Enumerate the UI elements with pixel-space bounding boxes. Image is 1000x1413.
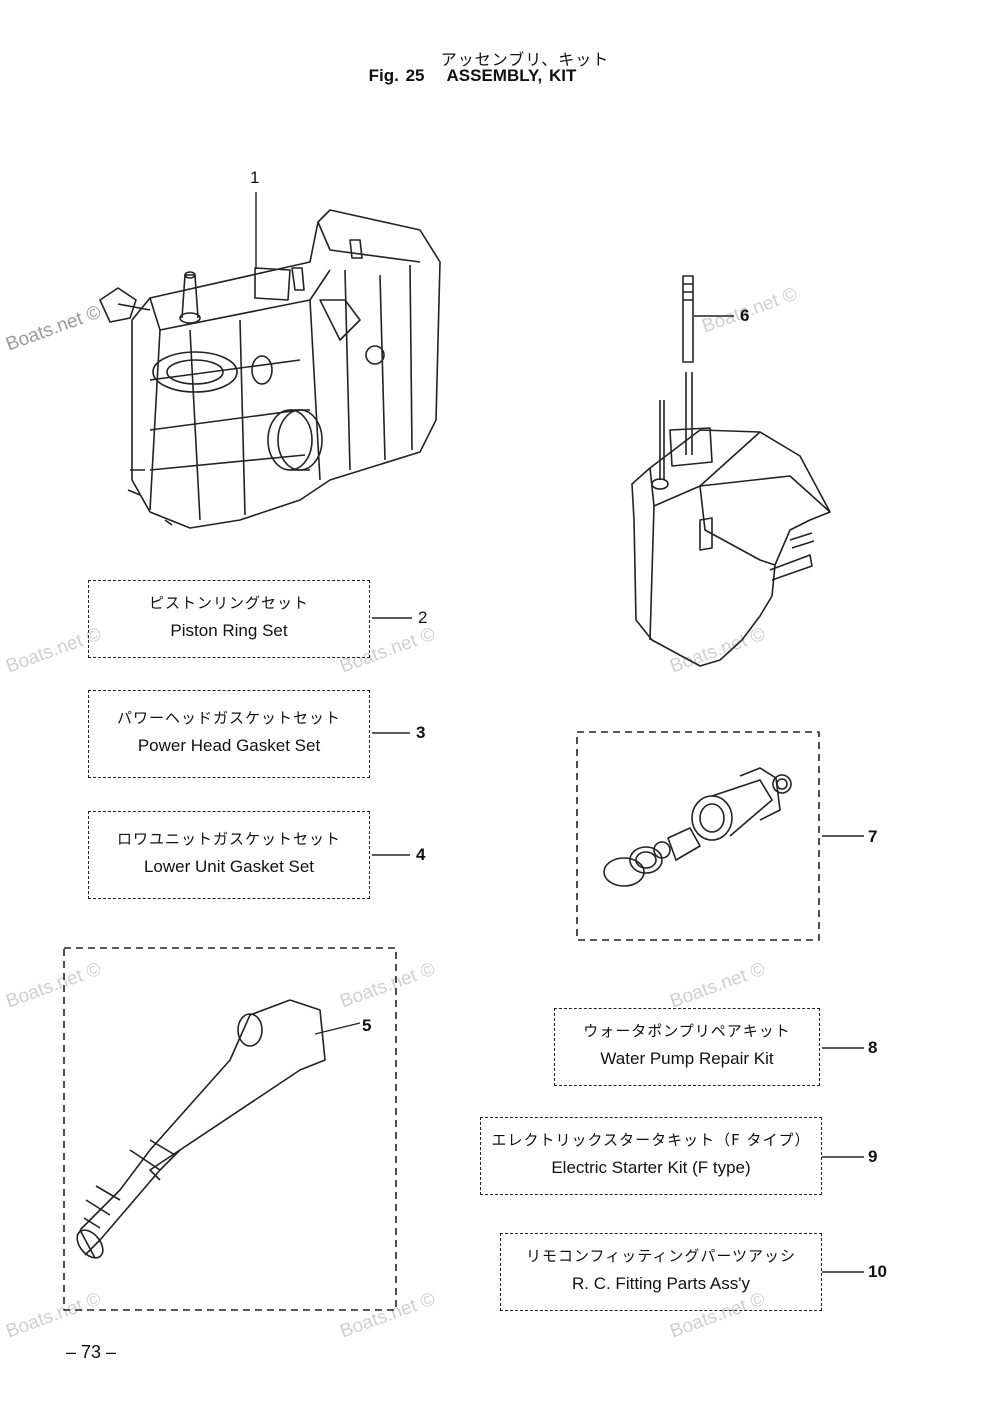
callout-9: 9	[868, 1147, 878, 1166]
kit-label-en: Electric Starter Kit (F type)	[551, 1158, 751, 1177]
callout-7: 7	[868, 827, 878, 846]
kit-label-en: Lower Unit Gasket Set	[143, 857, 315, 876]
kit-box-power-head-gasket-set: パワーヘッドガスケットセット Power Head Gasket Set	[88, 690, 370, 778]
kit-label-jp: ピストンリングセット	[148, 594, 309, 612]
kit-label-en: Piston Ring Set	[170, 621, 288, 640]
tool-drawing	[76, 999, 326, 1259]
figure-title-text: ASSEMBLY, KIT	[446, 66, 577, 85]
callout-4: 4	[416, 845, 426, 864]
power-head-drawing	[99, 209, 441, 529]
kit-label-en: R. C. Fitting Parts Ass'y	[571, 1274, 750, 1293]
callout-8: 8	[868, 1038, 878, 1057]
kit-label-en: Power Head Gasket Set	[137, 736, 321, 755]
kit-label-jp: ロワユニットガスケットセット	[116, 830, 341, 848]
callout-2: 2	[418, 608, 428, 627]
kit-label-jp: エレクトリックスタータキット（F タイプ）	[491, 1131, 811, 1149]
figure-title: Fig. 25 ASSEMBLY, KIT	[0, 66, 945, 86]
lower-unit-drawing	[631, 372, 831, 667]
kit-box-piston-ring-set: ピストンリングセット Piston Ring Set	[88, 580, 370, 658]
drive-shaft-drawing	[682, 275, 694, 363]
kit-box-lower-unit-gasket-set: ロワユニットガスケットセット Lower Unit Gasket Set	[88, 811, 370, 899]
kit-label-jp: パワーヘッドガスケットセット	[116, 709, 341, 727]
kit-box-water-pump-repair-kit: ウォータポンプリペアキット Water Pump Repair Kit	[554, 1008, 820, 1086]
page-number: – 73 –	[66, 1342, 117, 1362]
callout-6: 6	[740, 306, 750, 325]
title-japanese: アッセンブリ、キット	[440, 50, 610, 69]
kit-label-jp: ウォータポンプリペアキット	[583, 1022, 791, 1040]
callout-10: 10	[868, 1262, 887, 1281]
kit-box-rc-fitting-parts: リモコンフィッティングパーツアッシ R. C. Fitting Parts As…	[500, 1233, 822, 1311]
kit-label-en: Water Pump Repair Kit	[600, 1049, 774, 1068]
callout-5: 5	[362, 1016, 372, 1035]
figure-number: Fig. 25	[368, 66, 425, 85]
water-pump-parts-drawing	[603, 767, 792, 887]
callout-3: 3	[416, 723, 426, 742]
callout-1: 1	[250, 168, 260, 187]
kit-box-electric-starter-kit: エレクトリックスタータキット（F タイプ） Electric Starter K…	[480, 1117, 822, 1195]
kit-label-jp: リモコンフィッティングパーツアッシ	[525, 1247, 797, 1265]
